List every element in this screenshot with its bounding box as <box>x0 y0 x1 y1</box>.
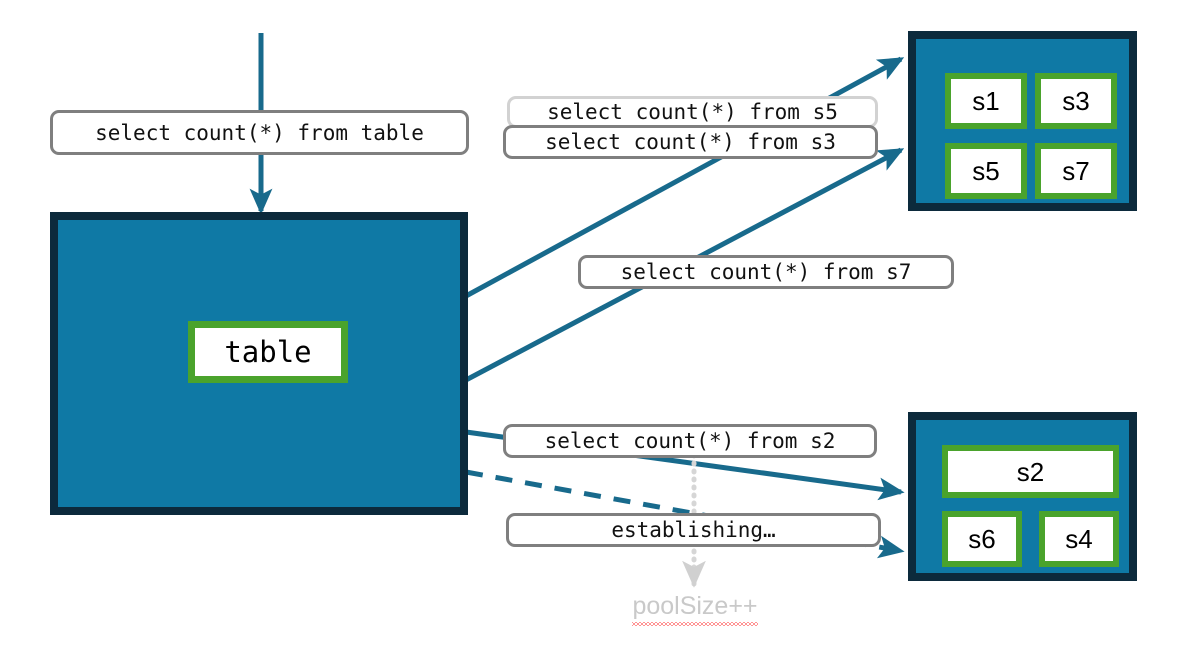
label-query-table[interactable]: select count(*) from table <box>50 110 469 155</box>
chip-s1[interactable]: s1 <box>945 73 1027 129</box>
chip-s3[interactable]: s3 <box>1035 73 1117 129</box>
chip-s2[interactable]: s2 <box>942 445 1119 498</box>
pool-top: s1 s3 s5 s7 <box>908 31 1137 211</box>
pool-bottom: s2 s6 s4 <box>908 412 1137 581</box>
label-query-s3[interactable]: select count(*) from s3 <box>503 125 878 159</box>
label-establishing[interactable]: establishing… <box>506 513 881 547</box>
poolsize-label: poolSize++ <box>632 592 758 626</box>
chip-table[interactable]: table <box>188 321 348 383</box>
chip-s4[interactable]: s4 <box>1039 511 1119 567</box>
chip-s6[interactable]: s6 <box>942 511 1022 567</box>
poolsize-text: poolSize++ <box>600 592 790 626</box>
chip-s7[interactable]: s7 <box>1035 143 1117 199</box>
table-container: table <box>50 212 468 515</box>
label-query-s7[interactable]: select count(*) from s7 <box>578 255 954 289</box>
chip-s5[interactable]: s5 <box>945 143 1027 199</box>
label-query-s5[interactable]: select count(*) from s5 <box>507 96 878 128</box>
label-query-s2[interactable]: select count(*) from s2 <box>503 424 877 458</box>
